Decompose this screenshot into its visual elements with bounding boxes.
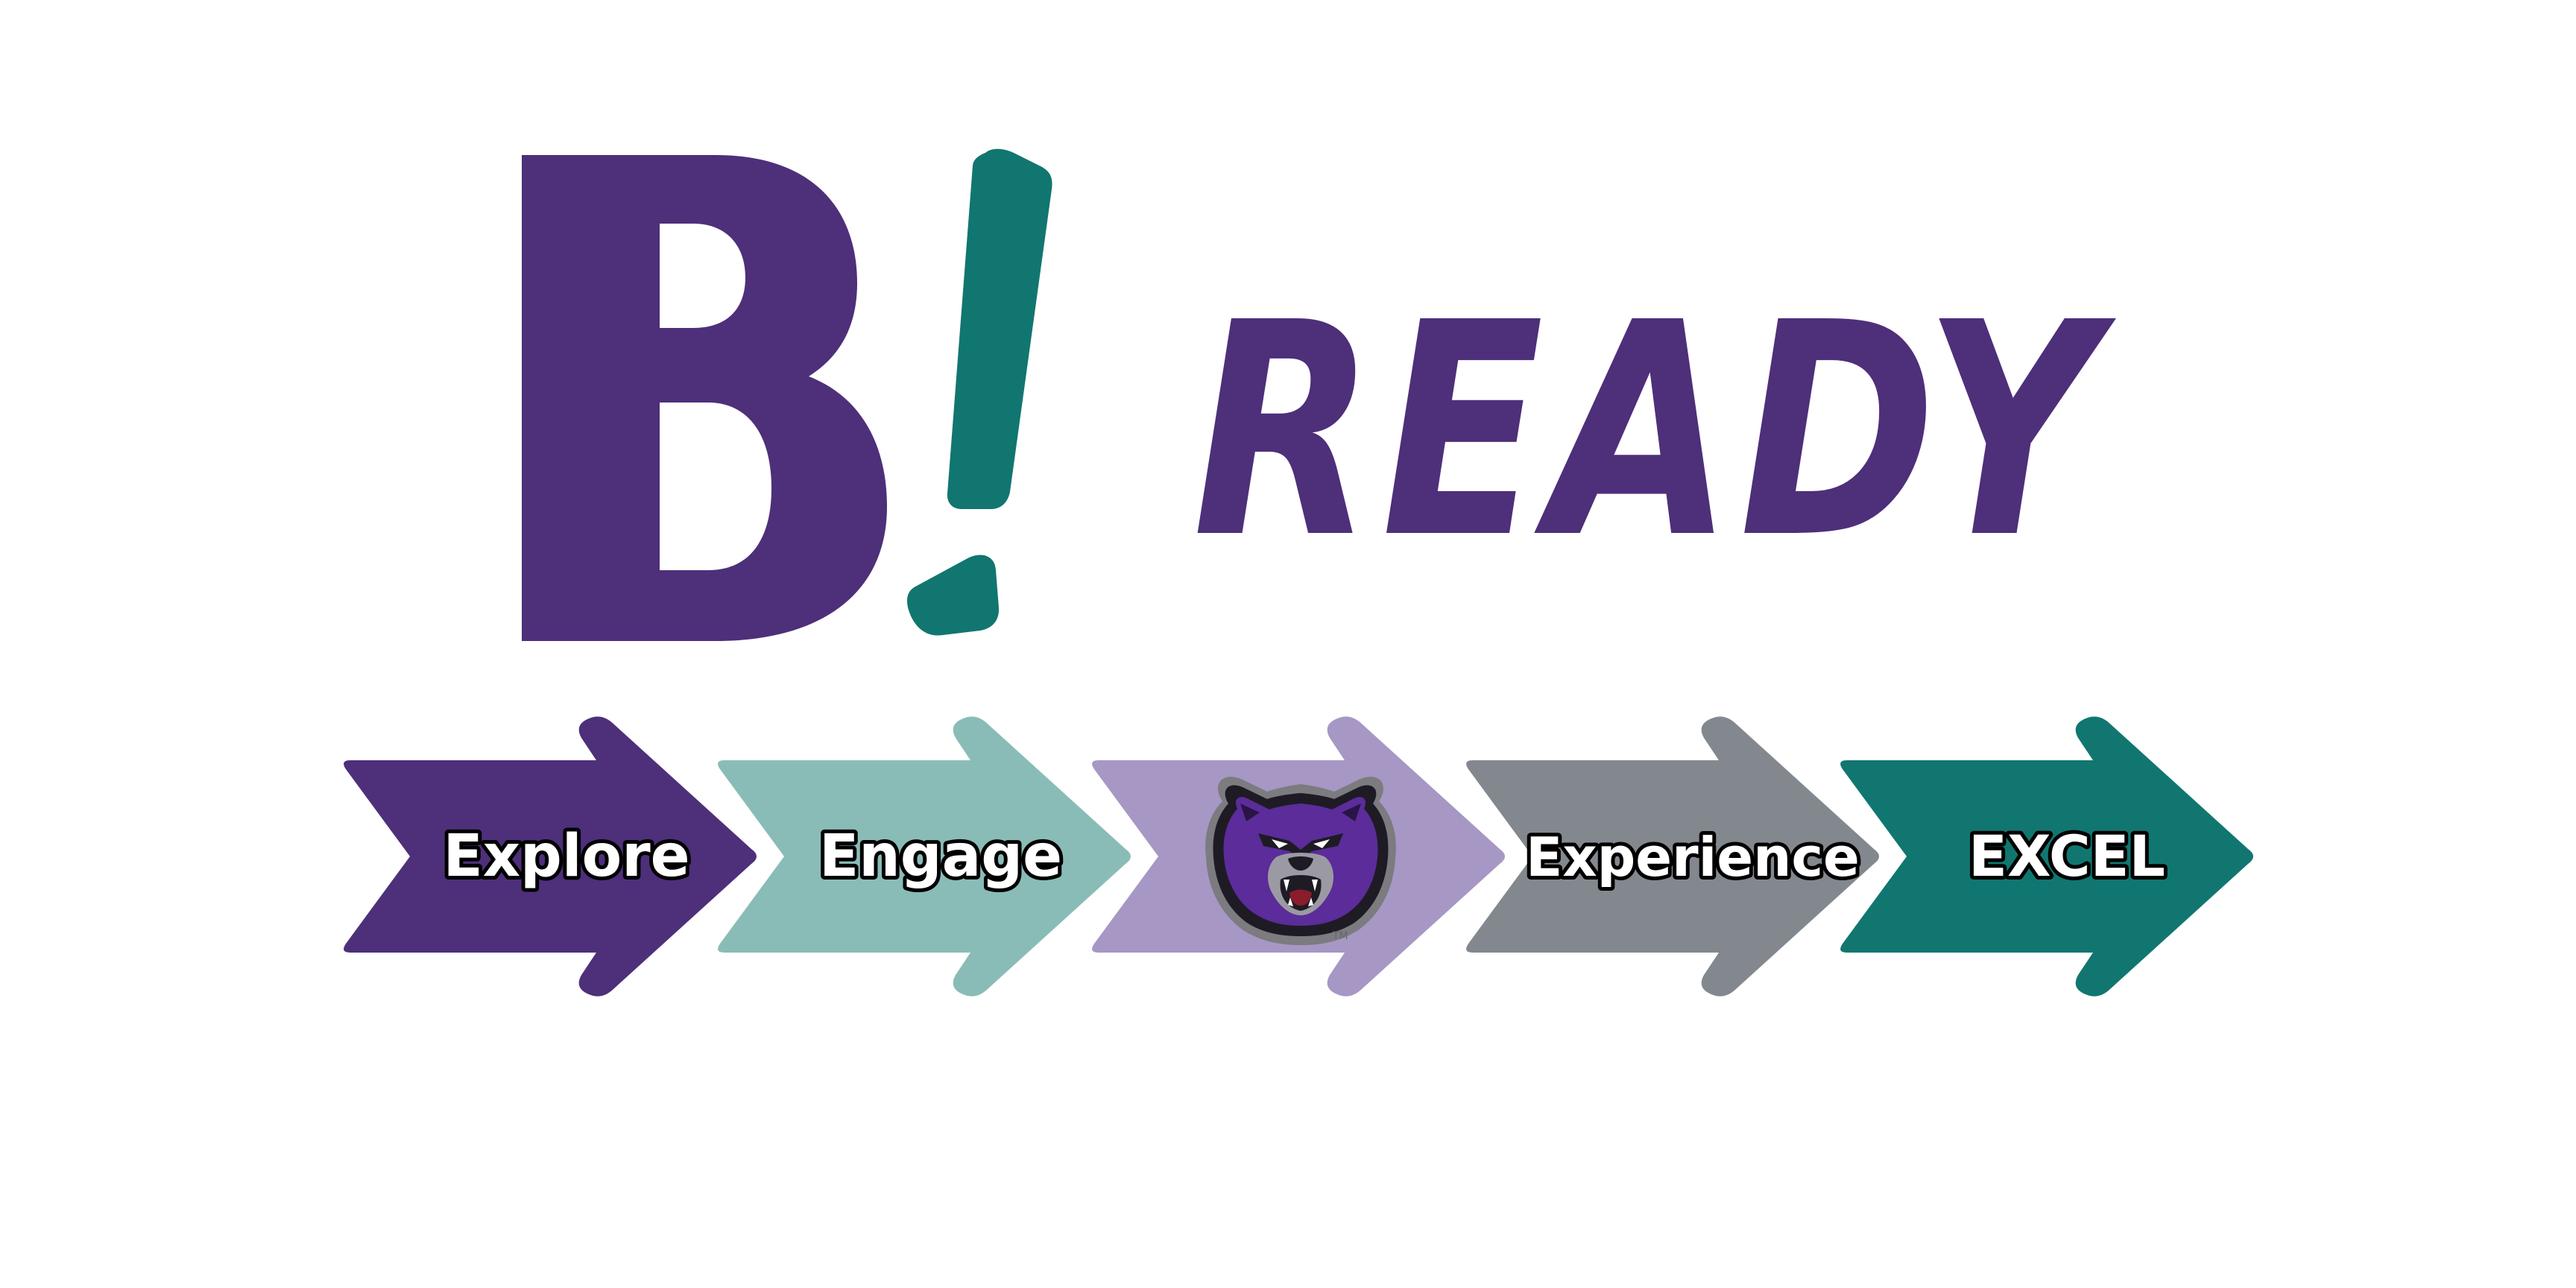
logo-exclamation-mark: ! bbox=[907, 148, 1052, 636]
arrow-step-experience: Experience bbox=[1466, 716, 1879, 997]
arrow-step-engage: Engage bbox=[718, 716, 1131, 997]
arrow-step-label: Explore bbox=[443, 823, 689, 890]
arrow-shape bbox=[718, 716, 1131, 997]
trademark-mark: TM bbox=[1332, 930, 1348, 942]
arrow-step-excel: EXCEL bbox=[1840, 716, 2253, 997]
logo-ready-word: READY bbox=[1193, 260, 2117, 603]
bear-mascot-icon: TM bbox=[1205, 777, 1396, 945]
arrow-step-label: EXCEL bbox=[1969, 823, 2165, 889]
arrow-step-explore: Explore bbox=[344, 716, 757, 997]
arrow-step-label: Engage bbox=[819, 823, 1062, 890]
arrow-shape bbox=[344, 716, 757, 997]
arrow-shape bbox=[1466, 716, 1879, 997]
arrow-shape bbox=[1840, 716, 2253, 997]
arrow-step-label: Experience bbox=[1526, 826, 1860, 888]
b-ready-logo: B ! READY bbox=[522, 148, 2117, 641]
logo-b-letter: B bbox=[522, 155, 887, 641]
